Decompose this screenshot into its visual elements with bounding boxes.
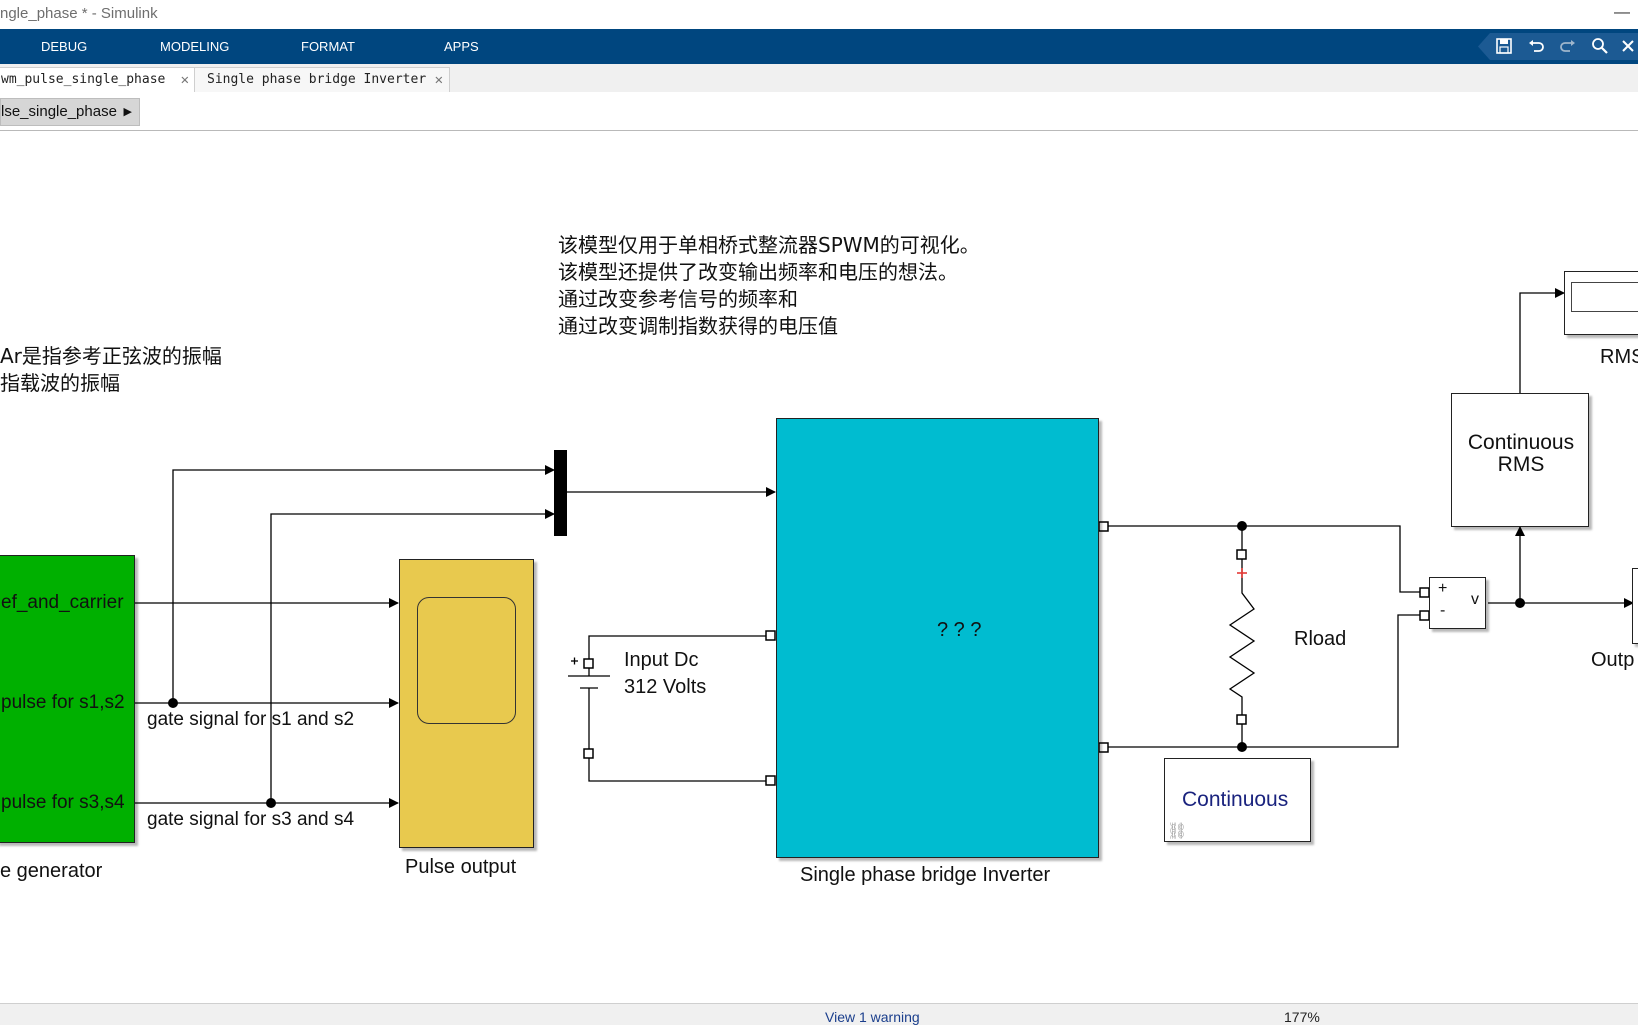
note-line: 该模型还提供了改变输出频率和电压的想法。 xyxy=(558,260,958,284)
status-bar: View 1 warning 177% xyxy=(0,1003,1638,1025)
window-title: ngle_phase * - Simulink xyxy=(0,5,158,22)
doc-tab-label: wm_pulse_single_phase xyxy=(1,72,166,87)
minus-label: - xyxy=(1440,602,1446,619)
display-name: RMS xyxy=(1600,346,1638,368)
generator-name: e generator xyxy=(0,860,103,882)
port-label: pulse for s3,s4 xyxy=(1,792,125,813)
document-tabs: wm_pulse_single_phase ✕ Single phase bri… xyxy=(0,64,1638,93)
close-tab-icon[interactable]: ✕ xyxy=(434,72,443,88)
tab-format[interactable]: FORMAT xyxy=(301,39,355,54)
zoom-icon[interactable] xyxy=(1590,37,1610,57)
output-label: v xyxy=(1471,591,1479,608)
powergui-block[interactable]: Continuous ⛓ xyxy=(1164,758,1311,842)
title-bar: ngle_phase * - Simulink — xyxy=(0,0,1638,29)
port-label: ef_and_carrier xyxy=(1,592,124,613)
port-label: pulse for s1,s2 xyxy=(1,692,125,713)
note-line: Ar是指参考正弦波的振幅 xyxy=(0,344,222,368)
note-line: 该模型仅用于单相桥式整流器SPWM的可视化。 xyxy=(558,233,980,257)
chevron-right-icon: ▶ xyxy=(123,106,132,118)
inverter-subsystem-block[interactable]: ? ? ? xyxy=(776,418,1099,858)
quick-access-toolbar xyxy=(1478,33,1638,60)
inverter-name: Single phase bridge Inverter xyxy=(800,864,1051,886)
close-tab-icon[interactable]: ✕ xyxy=(180,72,189,88)
plus-label: + xyxy=(1438,580,1448,597)
note-line: 通过改变调制指数获得的电压值 xyxy=(558,314,838,338)
output-scope-block[interactable] xyxy=(1632,568,1638,644)
close-icon[interactable] xyxy=(1618,37,1638,57)
gate-signal-label: gate signal for s3 and s4 xyxy=(147,809,355,830)
address-bar: lse_single_phase ▶ xyxy=(0,92,1638,132)
scope-name: Pulse output xyxy=(405,856,517,878)
doc-tab-label: Single phase bridge Inverter xyxy=(207,72,427,87)
warning-link[interactable]: View 1 warning xyxy=(825,1009,920,1025)
link-icon: ⛓ xyxy=(1167,823,1188,840)
rms-line: Continuous xyxy=(1467,431,1575,454)
rms-line: RMS xyxy=(1497,453,1545,476)
doc-tab-pwm-pulse[interactable]: wm_pulse_single_phase ✕ xyxy=(0,67,196,92)
dc-source-label: 312 Volts xyxy=(624,676,707,698)
tab-modeling[interactable]: MODELING xyxy=(160,39,230,54)
save-icon[interactable] xyxy=(1494,37,1514,57)
doc-tab-inverter[interactable]: Single phase bridge Inverter ✕ xyxy=(194,67,450,92)
redo-icon[interactable] xyxy=(1558,37,1578,57)
pulse-output-scope[interactable] xyxy=(399,559,534,848)
signal-lines xyxy=(135,288,1634,808)
undo-icon[interactable] xyxy=(1526,37,1546,57)
pulse-generator-block[interactable]: ef_and_carrier pulse for s1,s2 pulse for… xyxy=(0,555,135,843)
amplitude-note: Ar是指参考正弦波的振幅 指载波的振幅 xyxy=(0,343,222,397)
minimize-icon[interactable]: — xyxy=(1614,4,1630,21)
continuous-rms-block[interactable]: Continuous RMS xyxy=(1451,393,1589,527)
display-window xyxy=(1571,282,1638,312)
output-scope-name: Outp xyxy=(1591,649,1635,671)
model-canvas[interactable]: 该模型仅用于单相桥式整流器SPWM的可视化。 该模型还提供了改变输出频率和电压的… xyxy=(0,131,1638,1003)
gate-signal-label: gate signal for s1 and s2 xyxy=(147,709,355,730)
note-line: 指载波的振幅 xyxy=(0,371,120,395)
tab-apps[interactable]: APPS xyxy=(444,39,479,54)
dc-source-label: Input Dc xyxy=(624,649,699,671)
zoom-level: 177% xyxy=(1284,1009,1320,1025)
note-line: 通过改变参考信号的频率和 xyxy=(558,287,798,311)
load-name: Rload xyxy=(1294,628,1347,650)
inverter-content: ? ? ? xyxy=(937,619,982,641)
breadcrumb[interactable]: lse_single_phase ▶ xyxy=(0,98,140,126)
toolstrip: DEBUG MODELING FORMAT APPS xyxy=(0,29,1638,64)
breadcrumb-label: lse_single_phase xyxy=(1,103,117,120)
model-description: 该模型仅用于单相桥式整流器SPWM的可视化。 该模型还提供了改变输出频率和电压的… xyxy=(558,232,980,340)
rms-block-text: Continuous RMS xyxy=(1452,432,1590,476)
scope-screen-icon xyxy=(417,597,516,724)
rms-display-block[interactable] xyxy=(1564,271,1638,335)
tab-debug[interactable]: DEBUG xyxy=(41,39,88,54)
voltage-measurement-block[interactable]: + - v xyxy=(1429,577,1486,629)
powergui-label: Continuous xyxy=(1182,788,1289,811)
